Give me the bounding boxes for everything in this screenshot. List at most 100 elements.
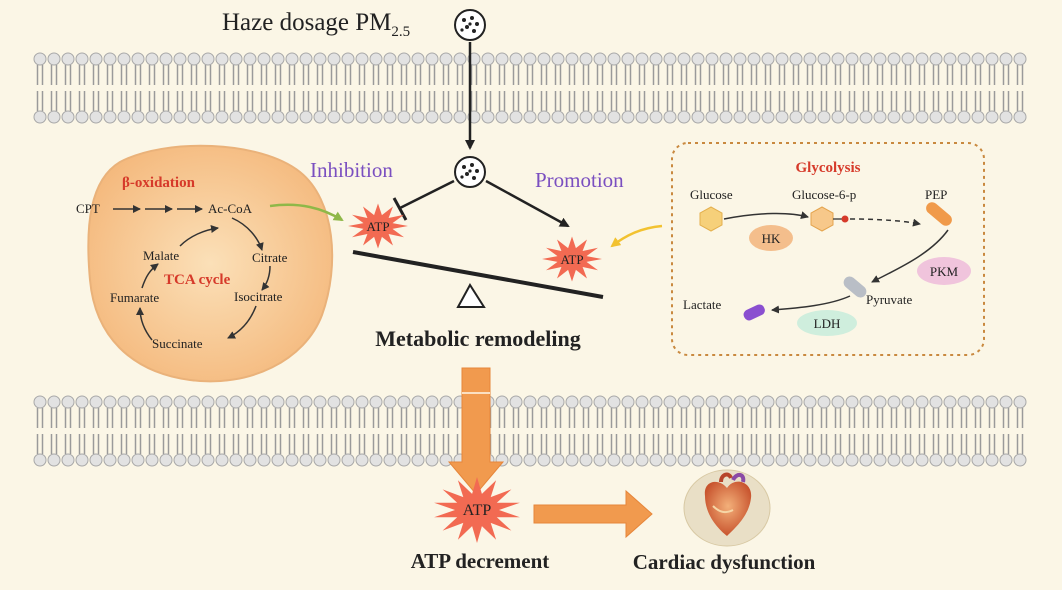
phospholipid	[355, 52, 369, 124]
phospholipid	[117, 52, 131, 124]
phospholipid	[285, 52, 299, 124]
cell-membrane-bottom	[33, 395, 1027, 467]
phospholipid	[229, 52, 243, 124]
phospholipid	[299, 52, 313, 124]
phospholipid	[257, 395, 271, 467]
pkm-enzyme-badge	[917, 257, 971, 285]
phospholipid	[971, 395, 985, 467]
phospholipid	[201, 52, 215, 124]
atp-decrement-label: ATP decrement	[411, 549, 550, 573]
phospholipid	[425, 395, 439, 467]
phospholipid	[761, 395, 775, 467]
ac-coa-label: Ac-CoA	[208, 201, 253, 216]
phospholipid	[817, 395, 831, 467]
isocitrate-label: Isocitrate	[234, 289, 283, 304]
seesaw-beam	[352, 250, 604, 299]
svg-text:ATP: ATP	[366, 219, 389, 234]
phospholipid	[369, 395, 383, 467]
phospholipid	[635, 52, 649, 124]
phospholipid	[845, 395, 859, 467]
phospholipid	[985, 395, 999, 467]
phospholipid	[551, 52, 565, 124]
phospholipid	[187, 52, 201, 124]
pep-label: PEP	[925, 187, 947, 202]
phospholipid	[187, 395, 201, 467]
phospholipid	[509, 52, 523, 124]
phospholipid	[47, 52, 61, 124]
glycolysis-title: Glycolysis	[795, 160, 860, 176]
phospholipid	[943, 52, 957, 124]
phospholipid	[383, 395, 397, 467]
phospholipid	[523, 395, 537, 467]
mito-to-atp-arrow	[269, 203, 344, 222]
pyruvate-label: Pyruvate	[866, 292, 912, 307]
cell-membrane-top	[33, 52, 1027, 124]
phospholipid	[733, 395, 747, 467]
malate-label: Malate	[143, 248, 179, 263]
phospholipid	[705, 52, 719, 124]
phospholipid	[985, 52, 999, 124]
phospholipid	[775, 52, 789, 124]
phospholipid	[915, 395, 929, 467]
svg-text:ATP: ATP	[560, 252, 583, 267]
phospholipid	[873, 395, 887, 467]
phospholipid	[481, 52, 495, 124]
succinate-label: Succinate	[152, 336, 203, 351]
phospholipid	[271, 395, 285, 467]
phospholipid	[173, 395, 187, 467]
phospholipid	[859, 52, 873, 124]
phospholipid	[495, 52, 509, 124]
phospholipid	[509, 395, 523, 467]
phospholipid	[201, 395, 215, 467]
phospholipid	[313, 52, 327, 124]
phospholipid	[579, 395, 593, 467]
phospholipid	[131, 52, 145, 124]
hk-enzyme-badge	[749, 225, 793, 251]
phospholipid	[145, 395, 159, 467]
phospholipid	[495, 395, 509, 467]
phospholipid	[803, 395, 817, 467]
phospholipid	[75, 52, 89, 124]
phospholipid	[649, 52, 663, 124]
promotion-label: Promotion	[535, 168, 624, 192]
phosphate-icon	[841, 215, 849, 223]
atp-burst-right: ATP	[542, 236, 602, 282]
phospholipid	[565, 395, 579, 467]
phospholipid	[943, 395, 957, 467]
phospholipid	[257, 52, 271, 124]
particle-icon-center	[454, 156, 486, 188]
metabolic-remodeling-label: Metabolic remodeling	[375, 326, 581, 351]
phospholipid	[145, 52, 159, 124]
pep-to-pyruvate-arrow	[871, 229, 949, 283]
phospholipid	[425, 52, 439, 124]
phospholipid	[61, 52, 75, 124]
glucose6p-label: Glucose-6-p	[792, 187, 856, 202]
phospholipid	[733, 52, 747, 124]
lactate-label: Lactate	[683, 297, 721, 312]
phospholipid	[929, 52, 943, 124]
pep-capsule-icon	[926, 202, 952, 226]
phospholipid	[565, 52, 579, 124]
phospholipid	[397, 395, 411, 467]
svg-text:ATP: ATP	[463, 502, 492, 519]
phospholipid	[75, 395, 89, 467]
phospholipid	[593, 395, 607, 467]
phospholipid	[831, 52, 845, 124]
phospholipid	[397, 52, 411, 124]
phospholipid	[957, 52, 971, 124]
particle-icon-top	[454, 9, 486, 41]
phospholipid	[649, 395, 663, 467]
phospholipid	[551, 395, 565, 467]
phospholipid	[299, 395, 313, 467]
phospholipid	[411, 52, 425, 124]
phospholipid	[215, 395, 229, 467]
phospholipid	[817, 52, 831, 124]
heart-icon	[683, 469, 771, 547]
phospholipid	[663, 395, 677, 467]
phospholipid	[761, 52, 775, 124]
tca-arrow-accoa	[231, 217, 264, 251]
phospholipid	[635, 395, 649, 467]
phospholipid	[89, 52, 103, 124]
down-arrow	[447, 367, 505, 495]
phospholipid	[691, 395, 705, 467]
